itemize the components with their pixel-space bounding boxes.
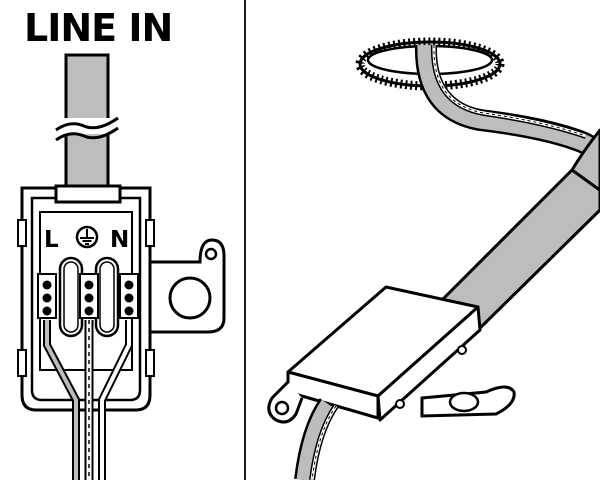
driver-box [286, 285, 482, 422]
output-wires [294, 398, 339, 480]
terminal-screw-neutral [119, 273, 139, 319]
power-cable [440, 128, 600, 332]
line-in-title: LINE IN [24, 6, 173, 50]
neutral-terminal-label: N [110, 227, 129, 253]
driver-mounting-tab-left [267, 380, 304, 424]
incoming-cable [55, 53, 119, 202]
driver-box-panel [267, 37, 600, 480]
mounting-ear [148, 238, 226, 334]
driver-mounting-tab-right [420, 385, 516, 418]
terminal-clamps [58, 256, 120, 338]
terminal-screw-earth [79, 273, 99, 319]
earth-ground-icon [75, 225, 99, 249]
terminal-closeup-panel: L N [17, 53, 226, 480]
terminal-screw-live [37, 273, 57, 319]
panel-divider [244, 0, 246, 480]
ceiling-hole [355, 37, 505, 91]
live-terminal-label: L [44, 227, 59, 253]
wires [43, 320, 133, 480]
terminal-screws [37, 273, 139, 319]
